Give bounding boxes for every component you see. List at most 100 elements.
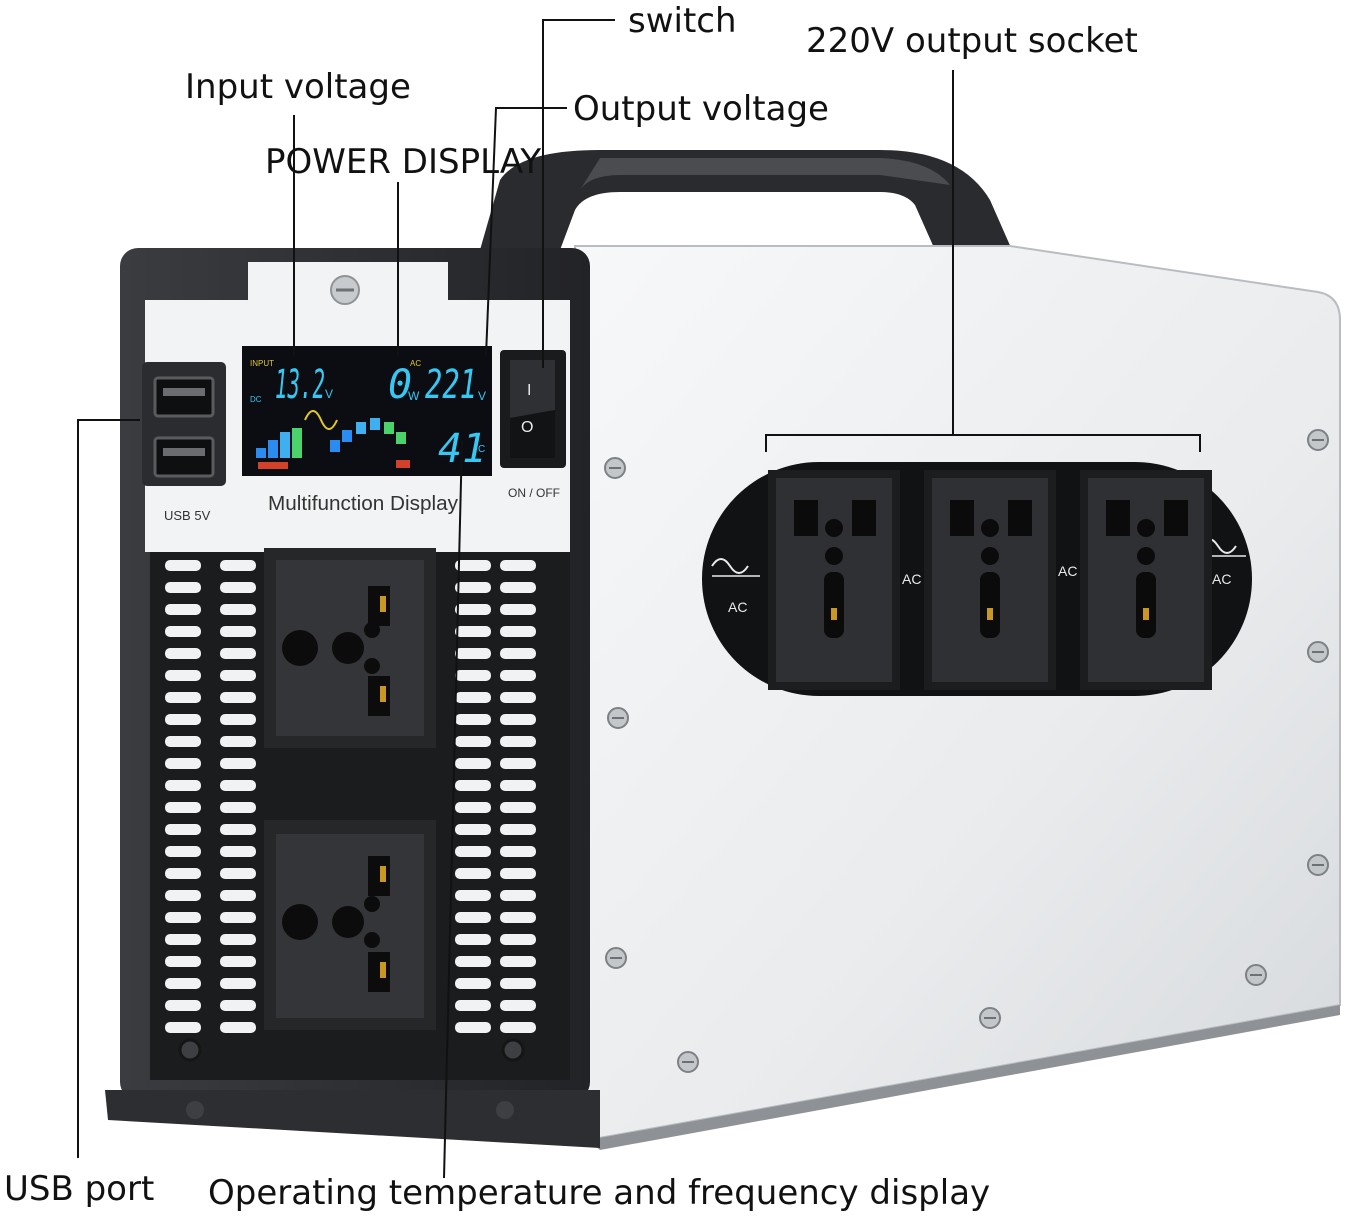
screw-icon [677,1051,699,1073]
screw-icon [1307,429,1329,451]
vent-slot [500,780,536,791]
vent-slot [455,648,491,659]
callout-switch: switch [628,1,737,41]
screw-icon [605,947,627,969]
display-caption: Multifunction Display [268,493,458,515]
vent-slot [455,978,491,989]
vent-slot [165,824,201,835]
screw-icon [186,1101,204,1119]
vent-slot [165,692,201,703]
vent-slot [455,560,491,571]
side-socket-group [768,470,1212,690]
callout-usb-port: USB port [4,1169,155,1209]
lcd-ac-tag: AC [410,359,421,368]
vent-slot [455,758,491,769]
vent-slot [455,912,491,923]
lcd-output-unit: V [478,389,486,403]
vent-slot [455,1022,491,1033]
vent-slot [500,846,536,857]
usb-caption: USB 5V [164,508,211,523]
screw-icon [1307,854,1329,876]
callout-220v-output-socket: 220V output socket [806,21,1138,61]
vent-slot [455,604,491,615]
vent-slot [500,582,536,593]
leader-output-voltage [485,107,567,357]
power-switch [500,350,566,468]
vent-slot [455,868,491,879]
switch-off-mark: O [521,419,533,436]
lcd-power-unit: W [408,389,420,403]
vent-slot [165,626,201,637]
vent-slot [220,560,256,571]
vent-slot [220,670,256,681]
vent-slot [455,824,491,835]
side-socket [768,470,900,690]
vent-slot [455,1000,491,1011]
screw-icon [607,707,629,729]
vent-slot [220,714,256,725]
vent-slot [165,780,201,791]
vent-slot [220,626,256,637]
vent-slot [220,692,256,703]
vent-slot [500,956,536,967]
sine-wave-icon [304,410,338,430]
usb-port-block [142,362,226,486]
screw-icon [501,1038,525,1062]
switch-caption: ON / OFF [508,486,560,500]
screw-icon [496,1101,514,1119]
vent-slot [165,934,201,945]
lcd-output-voltage: 221 [425,362,477,408]
vent-slot [500,670,536,681]
lcd-dc-tag: DC [250,395,262,404]
lcd-input-voltage: 13.2 [275,362,325,408]
carry-handle [480,150,1012,250]
leader-usb-port [77,419,140,1158]
vent-slot [165,1022,201,1033]
vent-slot [455,846,491,857]
vent-slot [500,824,536,835]
vent-slot [220,1022,256,1033]
vent-slot [165,736,201,747]
switch-on-mark: I [527,382,531,399]
vent-slot [165,956,201,967]
vent-slot [165,560,201,571]
screw-icon [1245,964,1267,986]
vent-slot [500,648,536,659]
vent-slot [220,978,256,989]
socket-label-ac: AC [1212,571,1231,587]
leader-temperature [443,439,463,1179]
vent-slot [165,912,201,923]
vent-slot [455,692,491,703]
front-socket-top [264,548,436,748]
vent-slot [165,670,201,681]
vent-slot [165,714,201,725]
vent-slot [220,1000,256,1011]
vent-slot [500,868,536,879]
vent-slot [455,714,491,725]
front-vents [165,560,536,1033]
vent-slot [165,978,201,989]
vent-slot [455,736,491,747]
screw-icon [1307,641,1329,663]
socket-label-ac: AC [728,599,747,615]
vent-slot [455,582,491,593]
screw-icon [979,1007,1001,1029]
vent-slot [455,934,491,945]
vent-slot [500,626,536,637]
vent-slot [220,934,256,945]
side-socket [1080,470,1212,690]
vent-slot [165,802,201,813]
callout-temperature-frequency: Operating temperature and frequency disp… [208,1173,991,1213]
lcd-input-unit: V [325,387,333,401]
vent-slot [220,736,256,747]
vent-slot [500,736,536,747]
vent-slot [500,758,536,769]
vent-slot [500,1022,536,1033]
vent-slot [220,846,256,857]
vent-slot [220,582,256,593]
vent-slot [500,692,536,703]
vent-slot [455,626,491,637]
vent-slot [220,868,256,879]
screw-icon [178,1038,202,1062]
